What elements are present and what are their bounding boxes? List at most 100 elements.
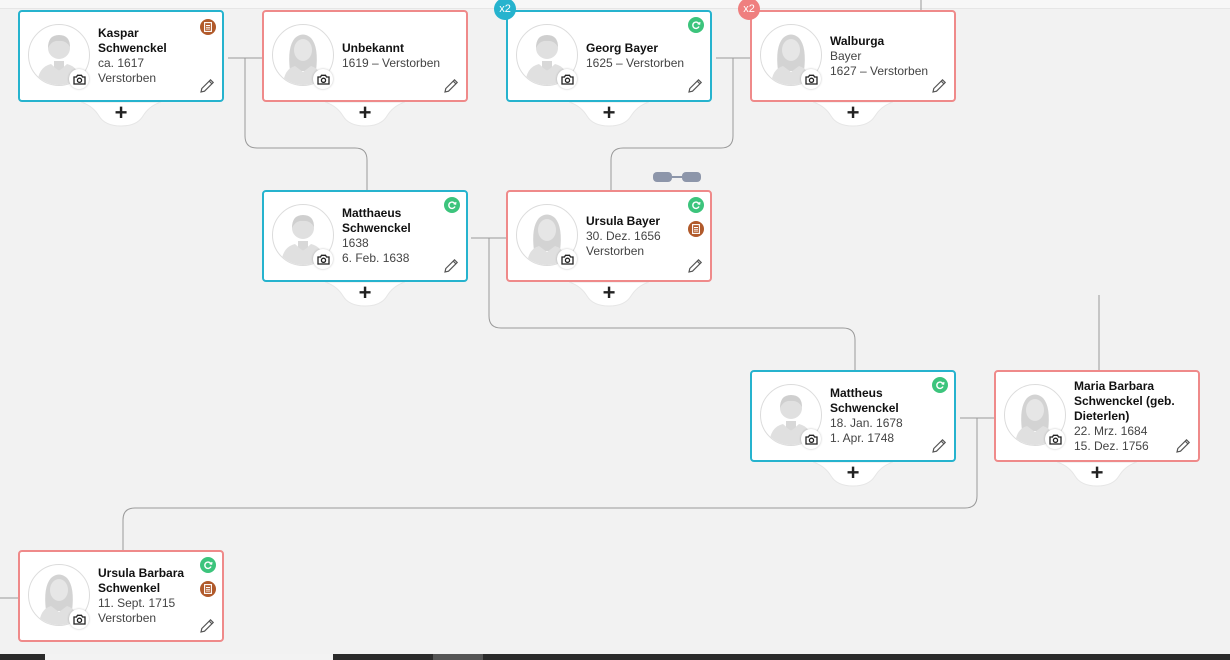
- plus-icon[interactable]: +: [602, 100, 616, 125]
- person-info-line: 18. Jan. 1678: [830, 416, 903, 430]
- person-name-line: Ursula Bayer: [586, 213, 661, 228]
- avatar: [516, 204, 578, 266]
- plus-icon[interactable]: +: [846, 100, 860, 125]
- scrollbar-thumb[interactable]: [433, 654, 483, 660]
- document-icon[interactable]: [200, 19, 216, 35]
- add-relative-button[interactable]: +: [81, 102, 161, 128]
- add-relative-button[interactable]: +: [813, 102, 893, 128]
- add-relative-button[interactable]: +: [569, 102, 649, 128]
- sync-icon[interactable]: [688, 17, 704, 33]
- camera-icon[interactable]: [801, 69, 821, 89]
- avatar: [272, 24, 334, 86]
- plus-icon[interactable]: +: [358, 280, 372, 305]
- person-info-line: 1627 – Verstorben: [830, 63, 929, 78]
- person-info-line: 1. Apr. 1748: [830, 431, 895, 445]
- person-info-line: 22. Mrz. 1684: [1074, 423, 1148, 438]
- add-relative-button[interactable]: +: [813, 462, 893, 488]
- person-name-line: Maria Barbara: [1074, 378, 1155, 393]
- link-icon[interactable]: [653, 170, 703, 182]
- plus-icon[interactable]: +: [602, 280, 616, 305]
- person-name-line: Mattheus: [830, 386, 883, 400]
- pencil-icon[interactable]: [930, 437, 948, 455]
- person-name-line: Georg Bayer: [586, 41, 659, 55]
- sync-icon[interactable]: [932, 377, 948, 393]
- plus-icon[interactable]: +: [846, 460, 860, 485]
- add-relative-button[interactable]: +: [325, 102, 405, 128]
- camera-icon[interactable]: [1045, 429, 1065, 449]
- camera-icon[interactable]: [557, 249, 577, 269]
- person-name-line: Schwenckel (geb.: [1074, 393, 1175, 408]
- camera-icon[interactable]: [69, 69, 89, 89]
- add-relative-button[interactable]: +: [325, 282, 405, 308]
- person-name-line: Schwenckel: [342, 221, 411, 235]
- sync-icon[interactable]: [444, 197, 460, 213]
- camera-icon[interactable]: [557, 69, 577, 89]
- pencil-icon[interactable]: [442, 257, 460, 275]
- person-name-line: Schwenkel: [98, 581, 161, 595]
- document-icon[interactable]: [200, 581, 216, 597]
- person-info-line: 15. Dez. 1756: [1074, 438, 1149, 453]
- pencil-icon[interactable]: [198, 77, 216, 95]
- plus-icon[interactable]: +: [1090, 460, 1104, 485]
- person-name-line: Ursula Barbara: [98, 566, 185, 580]
- person-info-line: 11. Sept. 1715: [98, 596, 176, 610]
- camera-icon[interactable]: [313, 249, 333, 269]
- pencil-icon[interactable]: [686, 257, 704, 275]
- person-name-line: Schwenckel: [830, 401, 899, 415]
- plus-icon[interactable]: +: [114, 100, 128, 125]
- person-info-line: 1625 – Verstorben: [586, 56, 685, 70]
- person-info-line: 1619 – Verstorben: [342, 56, 441, 70]
- person-info-line: 6. Feb. 1638: [342, 251, 410, 265]
- top-toolbar: [0, 0, 1230, 9]
- person-info-line: Verstorben: [98, 611, 157, 625]
- camera-icon[interactable]: [69, 609, 89, 629]
- camera-icon[interactable]: [801, 429, 821, 449]
- sync-icon[interactable]: [688, 197, 704, 213]
- document-icon[interactable]: [688, 221, 704, 237]
- duplicate-count-badge[interactable]: x2: [494, 0, 516, 20]
- person-name-line: Schwenckel: [98, 41, 167, 55]
- camera-icon[interactable]: [313, 69, 333, 89]
- add-relative-button[interactable]: +: [1057, 462, 1137, 488]
- person-info-line: 30. Dez. 1656: [586, 228, 661, 243]
- person-name-line: Matthaeus: [342, 206, 402, 220]
- sync-icon[interactable]: [200, 557, 216, 573]
- person-info-line: 1638: [342, 236, 369, 250]
- pencil-icon[interactable]: [198, 617, 216, 635]
- pencil-icon[interactable]: [442, 77, 460, 95]
- person-info-line: ca. 1617: [98, 56, 145, 70]
- pencil-icon[interactable]: [930, 77, 948, 95]
- person-name-line: Kaspar: [98, 26, 139, 40]
- horizontal-scrollbar[interactable]: [0, 654, 1230, 660]
- add-relative-button[interactable]: +: [569, 282, 649, 308]
- pencil-icon[interactable]: [1174, 437, 1192, 455]
- person-name-line: Walburga: [830, 33, 885, 48]
- person-name-line: Unbekannt: [342, 41, 405, 55]
- person-info-line: Verstorben: [98, 71, 157, 85]
- person-name-line: Dieterlen): [1074, 408, 1130, 423]
- duplicate-count-badge[interactable]: x2: [738, 0, 760, 20]
- pencil-icon[interactable]: [686, 77, 704, 95]
- person-info-line: Verstorben: [586, 243, 645, 258]
- scrollbar-track: [45, 654, 333, 660]
- plus-icon[interactable]: +: [358, 100, 372, 125]
